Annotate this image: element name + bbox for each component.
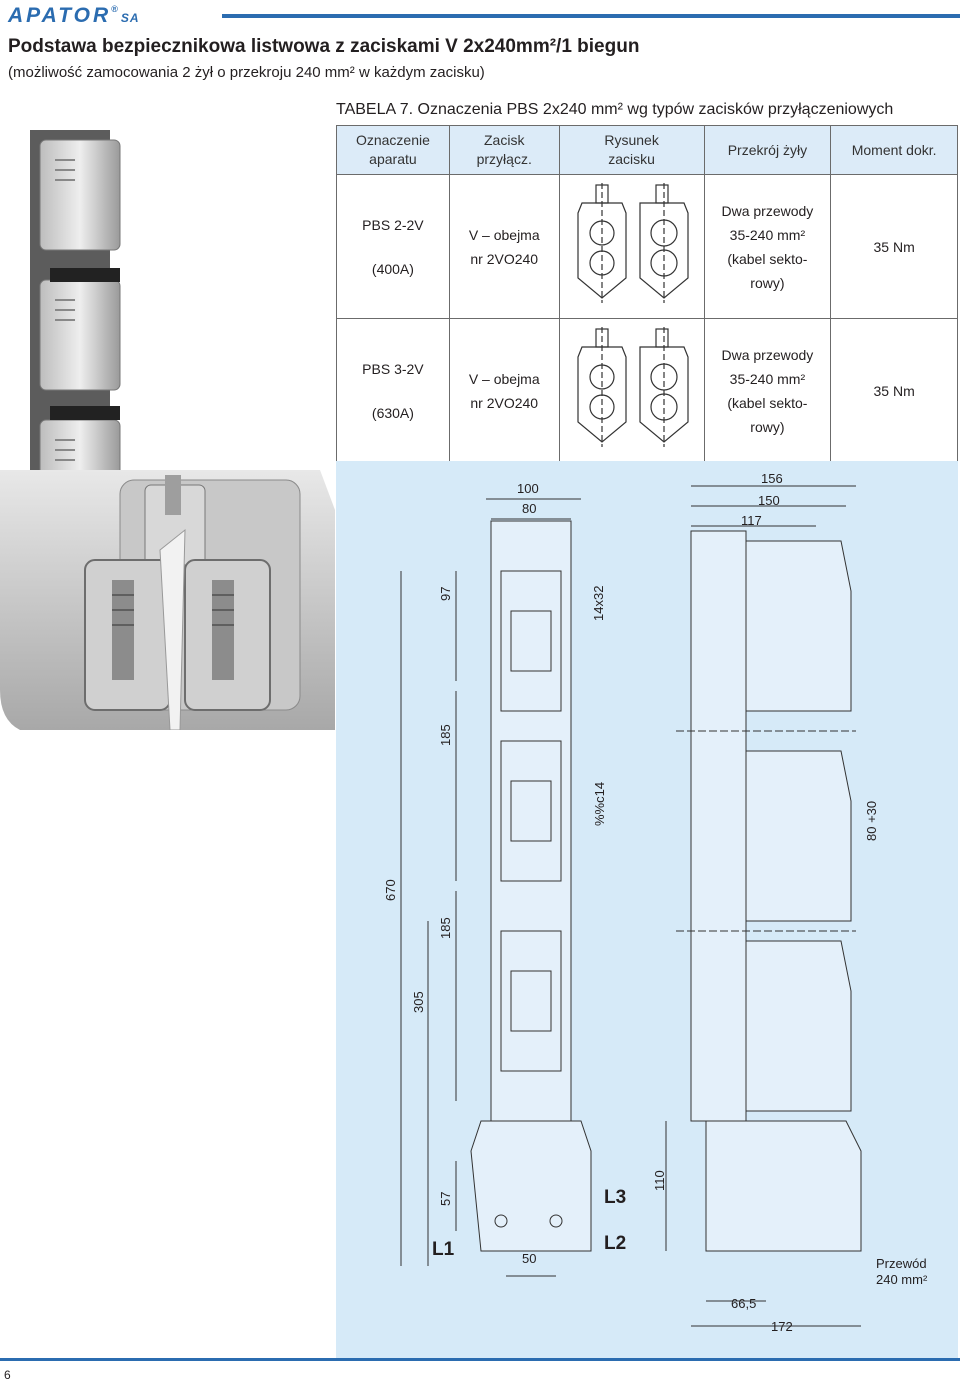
phase-label-l1: L1 bbox=[432, 1239, 455, 1260]
rating-label: (400A) bbox=[371, 260, 414, 277]
dim-label: 117 bbox=[741, 513, 762, 528]
dim-label: 57 bbox=[438, 1191, 453, 1206]
dim-label: 185 bbox=[438, 724, 453, 746]
cable-note-line: 240 mm² bbox=[876, 1272, 928, 1287]
header-cell: Oznaczenie aparatu bbox=[336, 125, 450, 175]
dim-label: 150 bbox=[758, 493, 780, 508]
dim-label: 100 bbox=[517, 481, 539, 496]
clamp-drawing bbox=[576, 327, 689, 447]
dim-label: 110 bbox=[652, 1170, 667, 1191]
dim-label: %%c14 bbox=[592, 781, 607, 826]
dim-label: 185 bbox=[438, 917, 453, 939]
torque-cell: 35 Nm bbox=[830, 174, 958, 319]
section-line: 35-240 mm² bbox=[729, 370, 806, 387]
dim-label: 80 bbox=[522, 501, 537, 516]
dim-label: 156 bbox=[761, 471, 783, 486]
cable-note-line: Przewód bbox=[876, 1256, 927, 1271]
terminal-table: Oznaczenie aparatu Zacisk przyłącz. Rysu… bbox=[336, 125, 958, 463]
apator-logo: APATOR®SA bbox=[8, 4, 140, 27]
table-caption: TABELA 7. Oznaczenia PBS 2x240 mm² wg ty… bbox=[336, 101, 894, 118]
section-cell: Dwa przewody 35-240 mm² (kabel sekto- ro… bbox=[703, 174, 832, 319]
dim-label: 50 bbox=[522, 1251, 537, 1266]
header-cell: Zacisk przyłącz. bbox=[448, 125, 560, 175]
model-label: PBS 3-2V bbox=[362, 360, 424, 377]
clamp-label: V – obejma bbox=[468, 226, 540, 243]
section-cell: Dwa przewody 35-240 mm² (kabel sekto- ro… bbox=[703, 318, 832, 463]
dim-label: 14x32 bbox=[591, 585, 606, 621]
dim-label: 305 bbox=[411, 991, 426, 1013]
header-rule bbox=[222, 14, 960, 18]
torque-value: 35 Nm bbox=[873, 238, 915, 255]
header-cell: Rysunek zacisku bbox=[558, 125, 705, 175]
section-line: (kabel sekto- bbox=[727, 250, 808, 267]
clamp-number: nr 2VO240 bbox=[470, 394, 539, 411]
clamp-label: V – obejma bbox=[468, 370, 540, 387]
clamp-number: nr 2VO240 bbox=[470, 250, 539, 267]
phase-label-l3: L3 bbox=[604, 1187, 627, 1208]
clamp-cell: V – obejma nr 2VO240 bbox=[448, 318, 560, 463]
cable-note: Przewód 240 mm² bbox=[876, 1256, 927, 1288]
dim-label: 66,5 bbox=[731, 1296, 757, 1311]
clamp-drawing-cell bbox=[558, 318, 705, 463]
section-line: rowy) bbox=[750, 418, 785, 435]
torque-value: 35 Nm bbox=[873, 382, 915, 399]
phase-label-l2: L2 bbox=[604, 1233, 627, 1254]
section-line: Dwa przewody bbox=[721, 202, 814, 219]
product-photo bbox=[0, 130, 335, 730]
model-cell: PBS 2-2V (400A) bbox=[336, 174, 450, 319]
model-cell: PBS 3-2V (630A) bbox=[336, 318, 450, 463]
header-cell: Moment dokr. bbox=[830, 125, 958, 175]
page-number: 6 bbox=[4, 1368, 11, 1382]
header-cell: Przekrój żyły bbox=[703, 125, 832, 175]
torque-cell: 35 Nm bbox=[830, 318, 958, 463]
dim-label: 670 bbox=[383, 879, 398, 901]
section-line: 35-240 mm² bbox=[729, 226, 806, 243]
table-row: PBS 3-2V (630A) V – obejma nr 2VO240 bbox=[336, 318, 958, 463]
table-row: PBS 2-2V (400A) V – obejma nr 2VO240 bbox=[336, 174, 958, 319]
dim-label: 172 bbox=[771, 1319, 793, 1334]
clamp-drawing bbox=[576, 183, 689, 303]
dim-label: 80 +30 bbox=[864, 800, 879, 841]
dim-label: 97 bbox=[438, 586, 453, 601]
footer-rule bbox=[0, 1358, 960, 1361]
section-line: (kabel sekto- bbox=[727, 394, 808, 411]
technical-drawing: 100 80 156 150 117 97 14x32 185 %%c14 67… bbox=[336, 461, 958, 1361]
clamp-cell: V – obejma nr 2VO240 bbox=[448, 174, 560, 319]
table-header-row: Oznaczenie aparatu Zacisk przyłącz. Rysu… bbox=[336, 125, 958, 175]
rating-label: (630A) bbox=[371, 404, 414, 421]
section-line: rowy) bbox=[750, 274, 785, 291]
drawing-lines bbox=[400, 485, 862, 1327]
section-line: Dwa przewody bbox=[721, 346, 814, 363]
model-label: PBS 2-2V bbox=[362, 216, 424, 233]
page-title: Podstawa bezpiecznikowa listwowa z zacis… bbox=[8, 36, 640, 57]
clamp-drawing-cell bbox=[558, 174, 705, 319]
page-subtitle: (możliwość zamocowania 2 żył o przekroju… bbox=[8, 64, 485, 81]
